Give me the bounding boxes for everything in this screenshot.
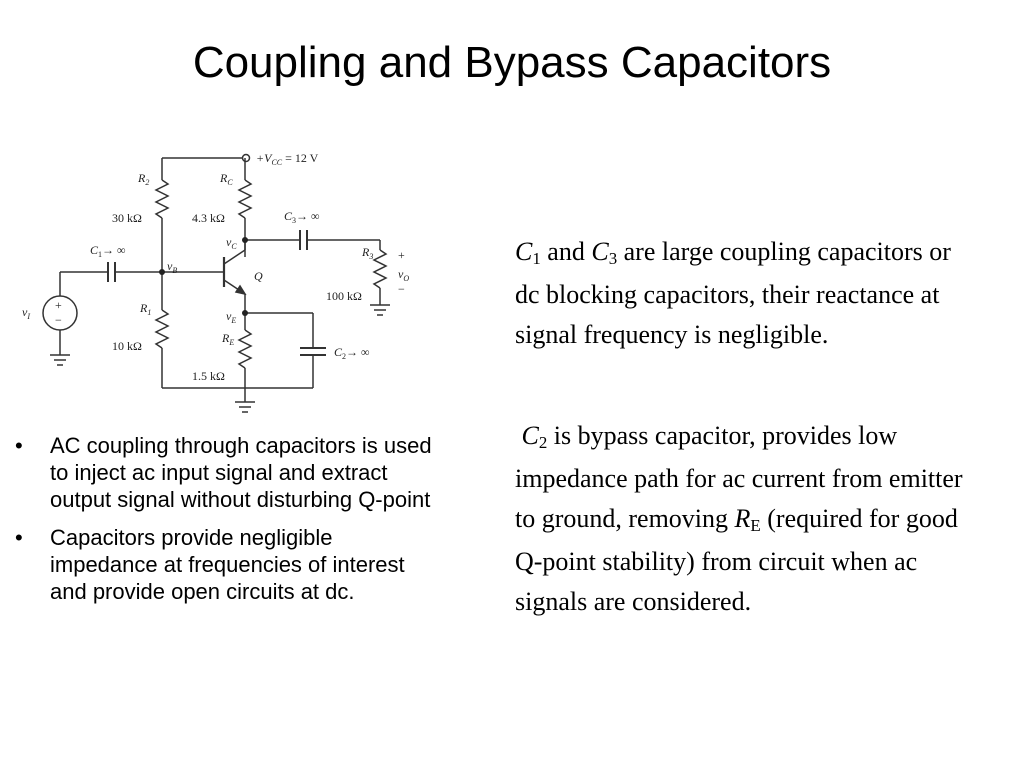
bullet-text: AC coupling through capacitors is used t… — [50, 433, 432, 512]
emitter-arrow — [234, 284, 247, 296]
rc-resistor — [237, 179, 253, 219]
re-resistor — [237, 329, 253, 369]
bullet-marker: • — [15, 525, 23, 550]
bypass-capacitor-paragraph: C2 is bypass capacitor, provides low imp… — [515, 421, 963, 616]
transistor-collector — [223, 249, 246, 265]
amplifier-circuit-diagram: + − + − +VCC = 12 V R2 30 kΩ RC 4.3 kΩ v… — [22, 151, 409, 413]
ground-symbol-source — [50, 354, 70, 366]
bullet-text: Capacitors provide negligible impedance … — [50, 525, 405, 604]
bullet-item: • AC coupling through capacitors is used… — [12, 432, 437, 513]
r3-value: 100 kΩ — [326, 289, 362, 303]
r1-resistor — [154, 309, 170, 349]
bullet-item: • Capacitors provide negligible impedanc… — [12, 524, 437, 605]
output-minus: − — [398, 282, 405, 296]
bullet-marker: • — [15, 433, 23, 458]
ground-symbol-main — [235, 401, 255, 413]
ground-symbol-load — [370, 304, 390, 316]
coupling-capacitor-paragraph: C1 and C3 are large coupling capacitors … — [515, 237, 951, 349]
re-label: RE — [221, 331, 234, 347]
c1-label: C1→ ∞ — [90, 243, 126, 259]
r1-label: R1 — [139, 301, 151, 317]
c3-label: C3→ ∞ — [284, 209, 320, 225]
ve-label: vE — [226, 309, 236, 325]
vb-label: vB — [167, 259, 177, 275]
r1-value: 10 kΩ — [112, 339, 142, 353]
node-vb — [159, 269, 165, 275]
slide-title: Coupling and Bypass Capacitors — [192, 38, 832, 87]
vc-label: vC — [226, 235, 237, 251]
rc-value: 4.3 kΩ — [192, 211, 225, 225]
re-value: 1.5 kΩ — [192, 369, 225, 383]
node-ve — [242, 310, 248, 316]
output-plus: + — [398, 248, 405, 262]
node-vc — [242, 237, 248, 243]
source-minus: − — [55, 313, 62, 327]
bullet-list: • AC coupling through capacitors is used… — [12, 432, 437, 616]
r3-resistor — [372, 249, 388, 289]
c2-label: C2→ ∞ — [334, 345, 370, 361]
vi-label: vI — [22, 305, 30, 321]
vcc-terminal — [241, 153, 251, 163]
r2-value: 30 kΩ — [112, 211, 142, 225]
vcc-label: +VCC = 12 V — [256, 151, 319, 167]
r2-resistor — [154, 179, 170, 219]
source-plus: + — [55, 298, 62, 312]
r3-label: R3 — [361, 245, 373, 261]
r2-label: R2 — [137, 171, 149, 187]
vo-label: vO — [398, 267, 409, 283]
rc-label: RC — [219, 171, 233, 187]
q-label: Q — [254, 269, 263, 283]
